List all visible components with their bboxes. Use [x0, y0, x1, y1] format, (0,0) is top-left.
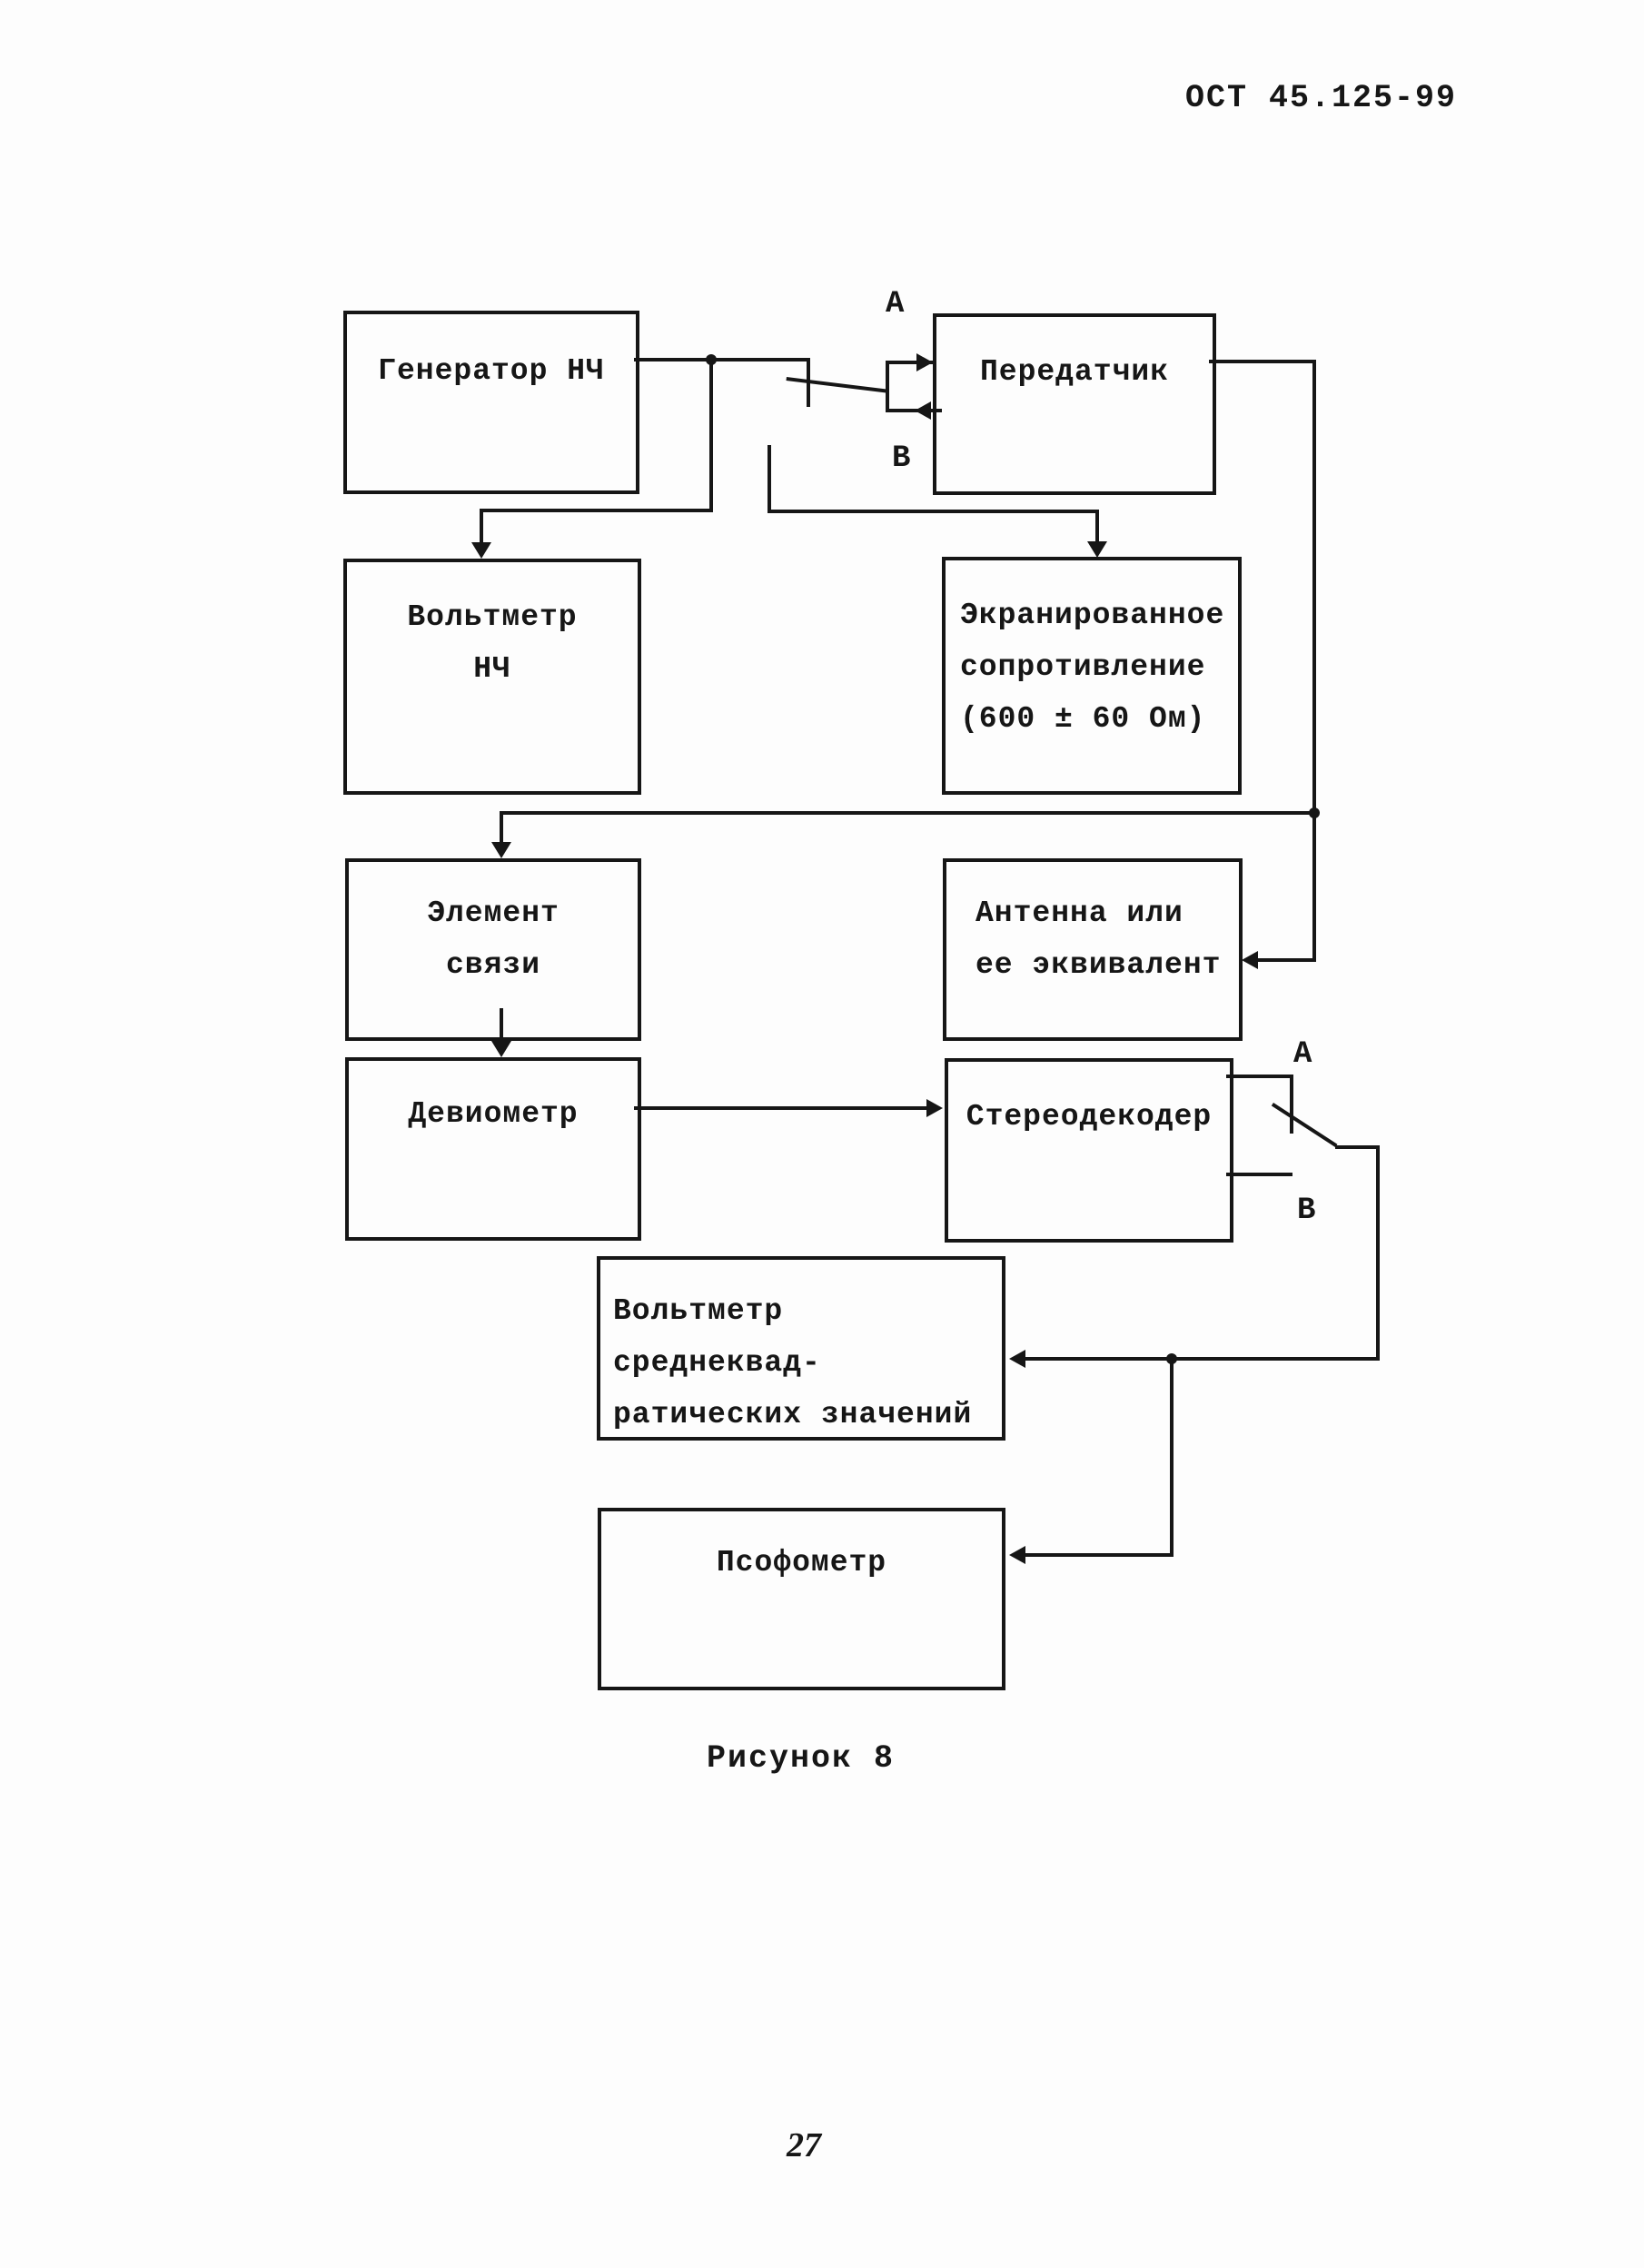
wire-to-psophometer	[1025, 1553, 1174, 1557]
block-coupling-element-label-1: Элемент	[427, 896, 560, 930]
block-stereodecoder: Стереодекодер	[945, 1058, 1233, 1243]
arrowhead-into-coupling	[491, 842, 511, 858]
page-number: 27	[787, 2126, 821, 2164]
switch1-position-b-label: В	[892, 441, 911, 476]
block-antenna-or-equivalent: Антенна или ее эквивалент	[943, 858, 1243, 1041]
block-transmitter-label: Передатчик	[979, 355, 1170, 389]
block-voltmeter-nch-label-2: НЧ	[473, 652, 511, 686]
block-stereodecoder-label: Стереодекодер	[966, 1100, 1213, 1134]
wire-into-voltmeter	[480, 509, 483, 543]
block-antenna-label-1: Антенна или	[976, 896, 1183, 930]
block-generator-nch: Генератор НЧ	[343, 311, 639, 494]
block-shielded-resistor-label-3: (600 ± 60 Ом)	[960, 702, 1206, 736]
switch1-position-a-label: А	[886, 287, 905, 322]
wire-stereodecoder-b-out	[1226, 1173, 1292, 1176]
wire-transmitter-down	[1312, 360, 1316, 962]
block-shielded-resistor-label-2: сопротивление	[960, 650, 1206, 684]
wire-switch1-b-to-transmitter	[886, 409, 942, 412]
wire-to-resistor-horizontal	[768, 510, 1099, 513]
block-coupling-element: Элемент связи	[345, 858, 641, 1041]
block-rms-voltmeter: Вольтметр среднеквад- ратических значени…	[597, 1256, 1005, 1441]
junction-dot-antenna-branch	[1309, 807, 1320, 818]
arrowhead-into-antenna	[1242, 951, 1258, 969]
block-coupling-element-label-2: связи	[445, 948, 541, 982]
switch2-contact-a	[1290, 1075, 1293, 1134]
block-generator-nch-label: Генератор НЧ	[378, 354, 605, 388]
wire-branch-down-to-voltmeter	[709, 358, 713, 512]
wire-deviometer-to-stereodecoder	[634, 1106, 928, 1110]
block-shielded-resistor: Экранированное сопротивление (600 ± 60 О…	[942, 557, 1242, 795]
arrowhead-transmitter-b-out	[915, 401, 931, 420]
arrowhead-into-psophometer	[1009, 1546, 1025, 1564]
arrowhead-into-stereodecoder	[926, 1099, 943, 1117]
wire-stereodecoder-a-out	[1226, 1075, 1292, 1078]
wire-to-voltmeter-horizontal	[480, 509, 713, 512]
arrowhead-into-resistor	[1087, 541, 1107, 558]
wire-into-antenna	[1258, 958, 1314, 962]
block-deviometer: Девиометр	[345, 1057, 641, 1241]
wire-switch-to-resistor-vertical	[768, 445, 771, 513]
arrowhead-into-deviometer	[491, 1041, 511, 1057]
arrowhead-into-rms-voltmeter	[1009, 1350, 1025, 1368]
block-antenna-label-2: ее эквивалент	[976, 948, 1222, 982]
wire-switch1-a-to-transmitter	[886, 361, 933, 364]
block-voltmeter-nch-label-1: Вольтметр	[407, 600, 578, 634]
block-deviometer-label: Девиометр	[408, 1097, 579, 1131]
block-transmitter: Передатчик	[933, 313, 1216, 495]
figure-caption: Рисунок 8	[707, 1740, 896, 1777]
block-rms-voltmeter-label-2: ратических значений	[613, 1398, 973, 1431]
block-psophometer: Псофометр	[598, 1508, 1005, 1690]
block-voltmeter-nch: Вольтметр НЧ	[343, 559, 641, 795]
arrowhead-into-transmitter-a	[916, 353, 933, 371]
block-shielded-resistor-label-1: Экранированное	[960, 599, 1225, 632]
switch2-arm	[1271, 1103, 1338, 1148]
block-psophometer-label: Псофометр	[716, 1546, 887, 1580]
wire-branch-down-to-psophometer	[1170, 1357, 1174, 1557]
arrowhead-into-voltmeter-nch	[471, 542, 491, 559]
wire-to-rms-voltmeter	[1025, 1357, 1380, 1361]
wire-tap-to-coupling	[500, 811, 1314, 815]
wire-transmitter-output	[1209, 360, 1316, 363]
wire-generator-to-switch	[634, 358, 810, 361]
switch2-position-b-label: В	[1297, 1193, 1316, 1228]
wire-into-coupling	[500, 811, 503, 844]
block-rms-voltmeter-label-1: Вольтметр среднеквад-	[613, 1294, 821, 1380]
switch2-position-a-label: А	[1293, 1037, 1312, 1072]
switch1-contact-bracket	[886, 361, 889, 412]
wire-into-resistor	[1095, 510, 1099, 543]
document-standard-number: ОСТ 45.125-99	[1185, 80, 1458, 116]
wire-coupling-to-deviometer	[500, 1008, 503, 1043]
wire-switch2-out-horizontal	[1335, 1145, 1380, 1149]
wire-switch2-down	[1376, 1145, 1380, 1361]
switch1-arm	[786, 377, 888, 393]
